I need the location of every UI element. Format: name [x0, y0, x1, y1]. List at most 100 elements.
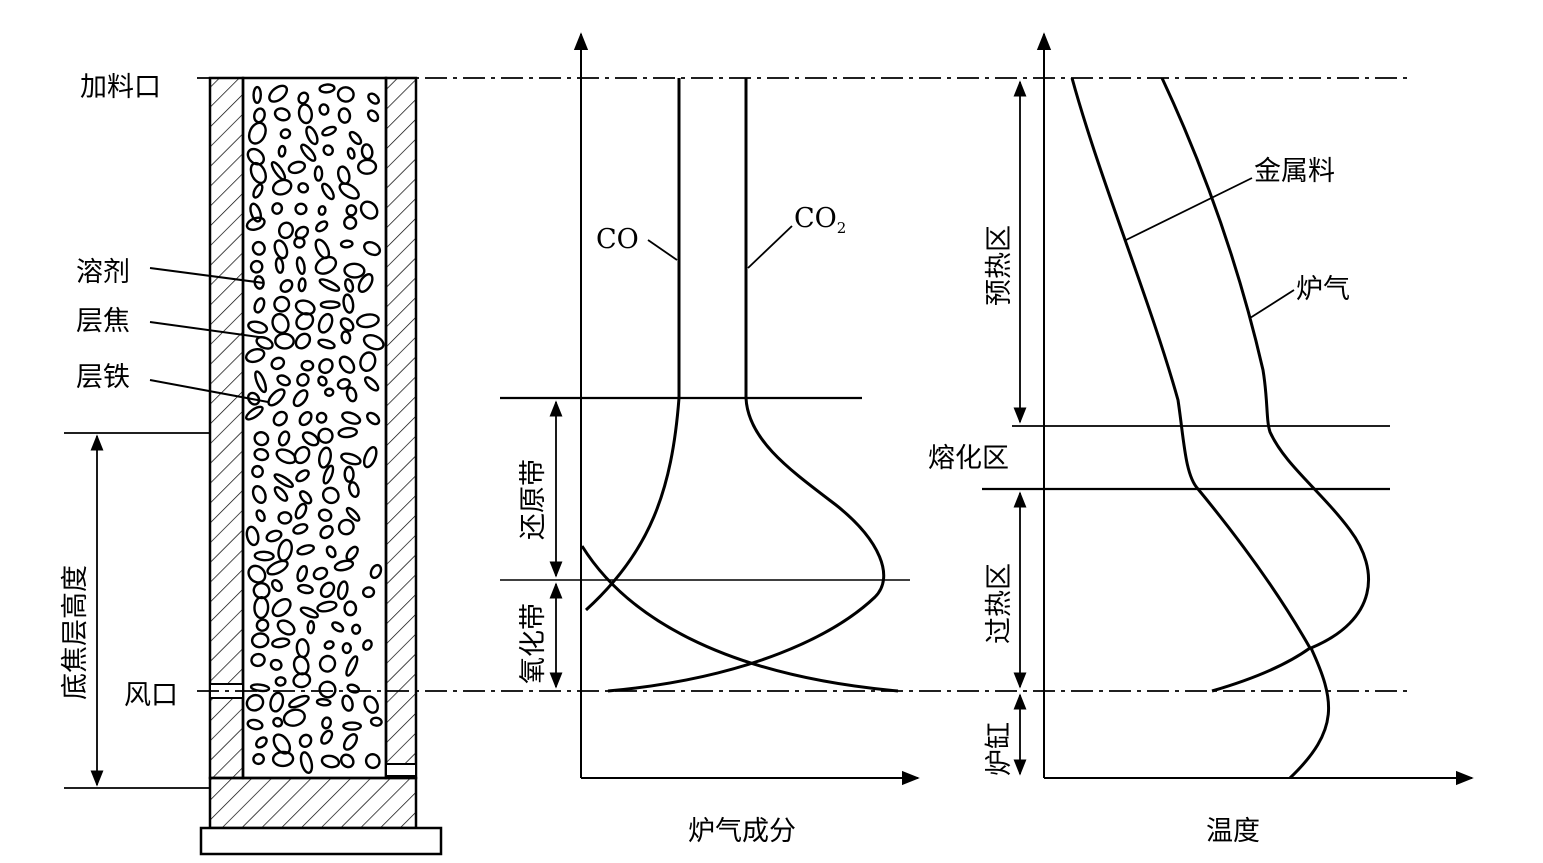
- charge-pebble: [273, 486, 289, 502]
- gas-temperature-curve: [1160, 77, 1370, 780]
- charge-pebble: [249, 683, 271, 693]
- charge-pebble: [269, 658, 283, 671]
- charge-pebble: [319, 581, 336, 599]
- charge-pebble: [247, 121, 267, 145]
- charge-pebble: [316, 600, 338, 613]
- charge-pebble: [318, 278, 341, 292]
- coke-layer-label: 层焦: [76, 306, 130, 337]
- co2-curve: [607, 78, 886, 693]
- charge-pebble: [366, 411, 381, 426]
- charge-pebble: [297, 103, 314, 125]
- charge-pebble: [318, 654, 337, 673]
- charge-pebble: [251, 464, 264, 479]
- charge-pebble: [298, 410, 313, 427]
- charge-pebble: [274, 256, 285, 274]
- tuyere-label: 风口: [124, 680, 178, 711]
- charge-pebble: [339, 239, 354, 249]
- charge-pebble: [273, 107, 291, 122]
- charge-pebble: [342, 733, 359, 751]
- charge-pebble: [313, 165, 324, 182]
- charge-pebble: [321, 486, 340, 505]
- gas-label: 炉气: [1296, 274, 1350, 305]
- charge-pebble: [253, 275, 265, 290]
- charge-pebble: [253, 550, 275, 562]
- charge-pebble: [323, 640, 335, 650]
- charge-pebble: [295, 256, 306, 276]
- charge-pebble: [273, 295, 291, 313]
- charge-pebble: [348, 481, 360, 498]
- bed-coke-height-label: 底焦层高度: [60, 565, 91, 700]
- metal-leader: [1125, 177, 1253, 241]
- tap-hole: [385, 763, 417, 777]
- charge-pebble: [333, 559, 355, 572]
- coke-leader: [149, 321, 267, 339]
- charge-pebble: [279, 128, 292, 140]
- charge-pebble: [321, 182, 335, 201]
- charge-pebble: [318, 103, 330, 116]
- charge-pebble: [296, 372, 310, 387]
- charge-pebble: [277, 538, 293, 562]
- charge-pebble: [288, 694, 310, 709]
- charge-pebble: [341, 411, 362, 425]
- furnace: [199, 76, 443, 856]
- charge-pebble: [271, 637, 291, 649]
- gas-composition-axis-label: 炉气成分: [688, 816, 796, 847]
- charge-pebble: [295, 638, 310, 659]
- charge-pebble: [318, 83, 336, 94]
- charge-pebble: [345, 506, 361, 522]
- charge-pebble: [269, 691, 285, 713]
- charge-pebble: [360, 143, 374, 161]
- charge-pebble: [343, 600, 358, 617]
- charge-pebble: [297, 182, 310, 194]
- charge-pebble: [299, 751, 314, 774]
- charge-pebble: [340, 452, 362, 466]
- charge-pebble: [340, 330, 352, 345]
- charge-pebble: [323, 387, 335, 397]
- gas-leader: [1249, 289, 1295, 319]
- charge-pebble: [369, 563, 383, 580]
- charge-pebble: [359, 200, 379, 220]
- hearth-label: 炉缸: [984, 722, 1015, 776]
- charge-pebble: [296, 544, 315, 556]
- charge-pebble: [293, 445, 311, 465]
- charge-pebble: [366, 109, 380, 123]
- charge-pebble: [341, 694, 354, 712]
- charge-pebble: [363, 376, 380, 392]
- charge-pebble: [252, 753, 265, 766]
- charge-pebble: [320, 754, 341, 769]
- charge-pebble: [253, 431, 270, 447]
- charge-pebble: [268, 84, 289, 103]
- charge-pebble: [273, 239, 289, 260]
- charge-pebble: [246, 718, 264, 731]
- charge-pebble: [351, 623, 362, 635]
- charge-pebble: [362, 333, 385, 351]
- melting-zone-label: 熔化区: [928, 443, 1009, 474]
- charge-pebble: [345, 204, 358, 217]
- charge-pebble: [296, 564, 309, 583]
- charge-pebble: [245, 525, 260, 547]
- charge-pebble: [322, 464, 335, 485]
- charge-pebble: [274, 332, 295, 350]
- charging-door-label: 加料口: [80, 72, 161, 103]
- charge-pebble: [369, 716, 383, 727]
- charge-pebble: [294, 225, 310, 240]
- charge-pebble: [249, 259, 264, 274]
- charge-pebble: [367, 92, 380, 105]
- charge-pebble: [255, 618, 270, 632]
- co-label: CO: [596, 224, 639, 255]
- charge-pebble: [274, 676, 287, 687]
- co-curve: [584, 78, 681, 612]
- charge-pebble: [271, 750, 295, 768]
- charge-pebble: [336, 580, 349, 601]
- charge-pebble: [250, 632, 270, 649]
- charge-pebble: [314, 255, 338, 275]
- charge-pebble: [270, 356, 286, 371]
- charge-pebble: [298, 490, 313, 505]
- charge-pebble: [294, 502, 308, 520]
- charge-pebble: [277, 144, 287, 158]
- charge-pebble: [276, 374, 291, 387]
- flux-leader: [149, 267, 265, 284]
- charge-pebble: [299, 606, 319, 619]
- temperature-plot: 金属料 炉气 预热区 熔化区 过热区 炉缸 温度: [928, 32, 1474, 847]
